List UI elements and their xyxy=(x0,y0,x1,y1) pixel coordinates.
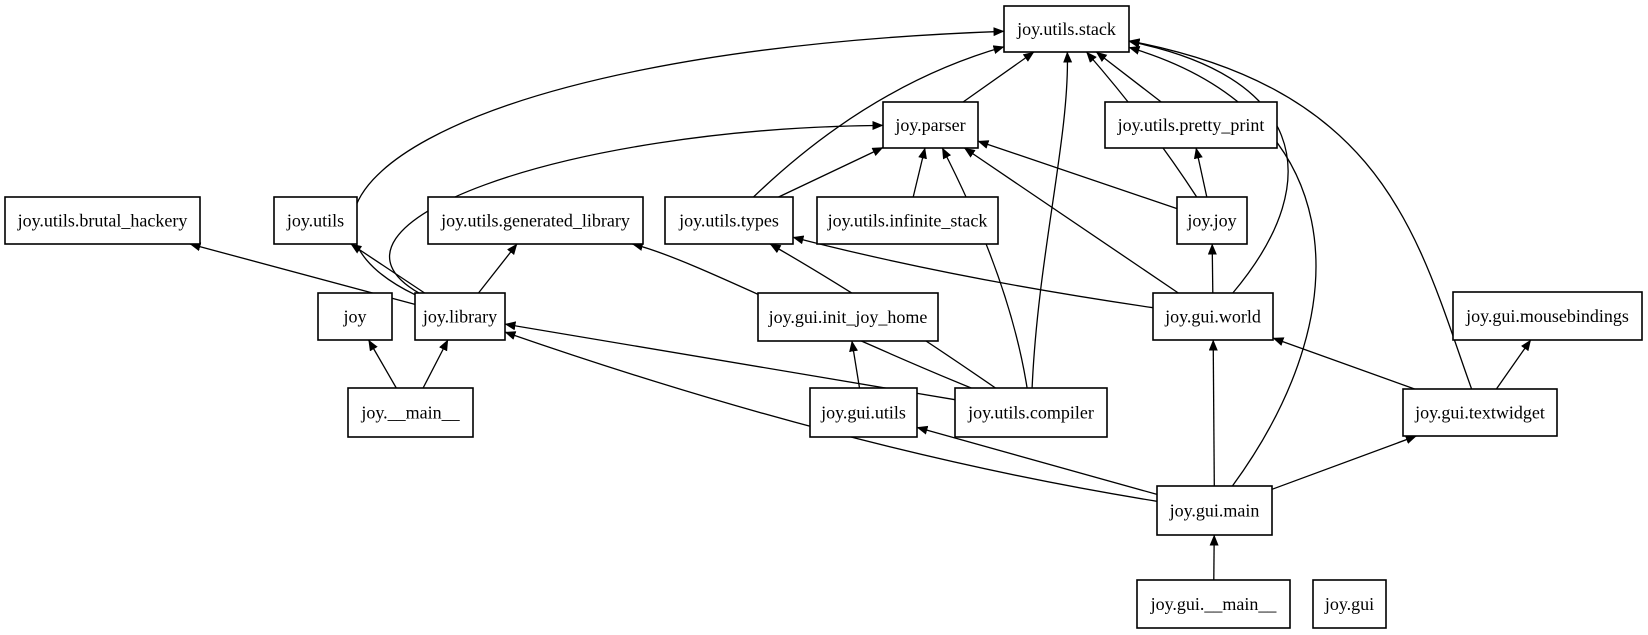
node-box-joy-utils-stack xyxy=(1003,5,1130,53)
edge-joy-gui-textwidget-to-joy-gui-mousebindings xyxy=(1495,339,1532,390)
node-joy-utils: joy.utils xyxy=(273,196,358,245)
edge-joy-gui-textwidget-to-joy-gui-world xyxy=(1272,337,1415,390)
edge-joy-utils-compiler-to-joy-utils-stack xyxy=(1031,51,1073,389)
node-box-joy-gui-world xyxy=(1152,292,1274,341)
node-label-joy-utils-pretty-print: joy.utils.pretty_print xyxy=(1117,115,1265,135)
node-label-joy-gui-main: joy.gui.__main__ xyxy=(1150,594,1278,614)
node-label-joy-joy: joy.joy xyxy=(1186,211,1236,231)
node-joy-utils-types: joy.utils.types xyxy=(664,196,794,245)
edge-joy-parser-to-joy-utils-stack xyxy=(962,51,1035,103)
node-label-joy-main: joy.__main__ xyxy=(360,403,460,423)
node-joy-main: joy.__main__ xyxy=(347,387,474,438)
edge-joy-utils-infinite-stack-to-joy-parser xyxy=(912,147,927,198)
node-label-joy-utils-stack: joy.utils.stack xyxy=(1016,19,1116,39)
node-label-joy-parser: joy.parser xyxy=(894,115,965,135)
edge-joy-gui-world-to-joy-utils-stack xyxy=(1128,39,1289,294)
node-joy-parser: joy.parser xyxy=(882,101,979,149)
edge-joy-library-to-joy-parser xyxy=(389,120,884,294)
node-joy-utils-infinite-stack: joy.utils.infinite_stack xyxy=(816,196,999,245)
node-joy-gui-textwidget: joy.gui.textwidget xyxy=(1402,388,1558,437)
node-box-joy-gui-mousebindings xyxy=(1452,291,1643,341)
edge-joy-gui-main-to-joy-utils-stack xyxy=(1128,46,1317,487)
node-label-joy-gui: joy.gui xyxy=(1324,594,1374,614)
node-label-joy-gui-world: joy.gui.world xyxy=(1164,307,1261,327)
node-joy-gui: joy.gui xyxy=(1312,579,1387,629)
edge-joy-library-to-joy-utils-generated-library xyxy=(477,243,518,294)
edge-joy-main-to-joy-library xyxy=(422,339,449,389)
edge-joy-gui-world-to-joy-joy xyxy=(1207,243,1217,294)
node-box-joy-gui-textwidget xyxy=(1402,388,1558,437)
node-box-joy-gui-utils xyxy=(809,387,918,438)
node-joy-utils-pretty-print: joy.utils.pretty_print xyxy=(1104,101,1278,149)
edge-joy-gui-main-to-joy-gui-utils xyxy=(916,425,1158,496)
node-box-joy-utils-brutal-hackery xyxy=(4,196,201,245)
edge-joy-library-to-joy-utils-stack xyxy=(351,27,1005,296)
edge-joy-gui-textwidget-to-joy-utils-stack xyxy=(1128,38,1473,390)
node-joy-utils-compiler: joy.utils.compiler xyxy=(954,387,1108,438)
edge-joy-utils-compiler-to-joy-parser xyxy=(941,147,1028,389)
node-label-joy-gui-init-joy-home: joy.gui.init_joy_home xyxy=(768,307,928,327)
edge-joy-utils-types-to-joy-utils-stack xyxy=(753,45,1005,198)
node-box-joy xyxy=(317,292,393,341)
node-joy-gui-mousebindings: joy.gui.mousebindings xyxy=(1452,291,1643,341)
edge-joy-main-to-joy xyxy=(368,339,397,389)
node-label-joy-gui-textwidget: joy.gui.textwidget xyxy=(1414,403,1545,423)
node-box-joy-gui-init-joy-home xyxy=(757,292,939,342)
edge-joy-utils-compiler-to-joy-library xyxy=(504,321,956,401)
node-joy-gui-utils: joy.gui.utils xyxy=(809,387,918,438)
node-box-joy-joy xyxy=(1176,196,1248,245)
node-joy-utils-stack: joy.utils.stack xyxy=(1003,5,1130,53)
node-joy-gui-main: joy.gui.main xyxy=(1156,485,1273,536)
node-box-joy-utils-types xyxy=(664,196,794,245)
node-joy: joy xyxy=(317,292,393,341)
edge-joy-joy-to-joy-parser xyxy=(977,140,1178,210)
node-box-joy-gui-main xyxy=(1136,579,1291,629)
node-box-joy-utils xyxy=(273,196,358,245)
node-box-joy-utils-infinite-stack xyxy=(816,196,999,245)
node-joy-gui-main: joy.gui.__main__ xyxy=(1136,579,1291,629)
node-label-joy: joy xyxy=(342,307,366,327)
node-label-joy-gui-main: joy.gui.main xyxy=(1169,501,1260,521)
node-joy-gui-world: joy.gui.world xyxy=(1152,292,1274,341)
node-joy-utils-generated-library: joy.utils.generated_library xyxy=(427,196,644,245)
edge-joy-gui-world-to-joy-utils-types xyxy=(792,235,1154,309)
node-label-joy-gui-mousebindings: joy.gui.mousebindings xyxy=(1465,306,1629,326)
edges-layer xyxy=(189,27,1532,581)
node-label-joy-utils-compiler: joy.utils.compiler xyxy=(967,403,1094,423)
node-box-joy-utils-generated-library xyxy=(427,196,644,245)
node-joy-gui-init-joy-home: joy.gui.init_joy_home xyxy=(757,292,939,342)
edge-joy-gui-utils-to-joy-gui-init-joy-home xyxy=(849,340,861,389)
node-box-joy-utils-pretty-print xyxy=(1104,101,1278,149)
node-joy-library: joy.library xyxy=(414,292,506,341)
node-box-joy-gui-main xyxy=(1156,485,1273,536)
node-label-joy-utils-infinite-stack: joy.utils.infinite_stack xyxy=(827,211,988,231)
node-box-joy-utils-compiler xyxy=(954,387,1108,438)
node-label-joy-utils-generated-library: joy.utils.generated_library xyxy=(440,211,630,231)
node-label-joy-gui-utils: joy.gui.utils xyxy=(820,403,906,423)
edge-joy-gui-main-to-joy-gui-textwidget xyxy=(1271,435,1417,490)
node-label-joy-utils: joy.utils xyxy=(286,211,344,231)
node-box-joy-main xyxy=(347,387,474,438)
node-joy-joy: joy.joy xyxy=(1176,196,1248,245)
edge-joy-gui-main-to-joy-gui-world xyxy=(1208,339,1218,487)
node-label-joy-utils-brutal-hackery: joy.utils.brutal_hackery xyxy=(17,211,188,231)
node-label-joy-utils-types: joy.utils.types xyxy=(678,211,779,231)
node-box-joy-gui xyxy=(1312,579,1387,629)
edge-joy-library-to-joy-utils xyxy=(350,243,425,294)
edge-joy-joy-to-joy-utils-pretty-print xyxy=(1193,147,1208,198)
edge-joy-gui-world-to-joy-parser xyxy=(963,147,1179,294)
node-box-joy-library xyxy=(414,292,506,341)
node-label-joy-library: joy.library xyxy=(422,307,497,327)
node-joy-utils-brutal-hackery: joy.utils.brutal_hackery xyxy=(4,196,201,245)
edge-joy-utils-pretty-print-to-joy-utils-stack xyxy=(1095,51,1162,103)
nodes-layer: joy.utils.stack joy.parser joy.utils.prett… xyxy=(4,5,1643,629)
edge-joy-utils-types-to-joy-parser xyxy=(778,146,884,198)
node-box-joy-parser xyxy=(882,101,979,149)
